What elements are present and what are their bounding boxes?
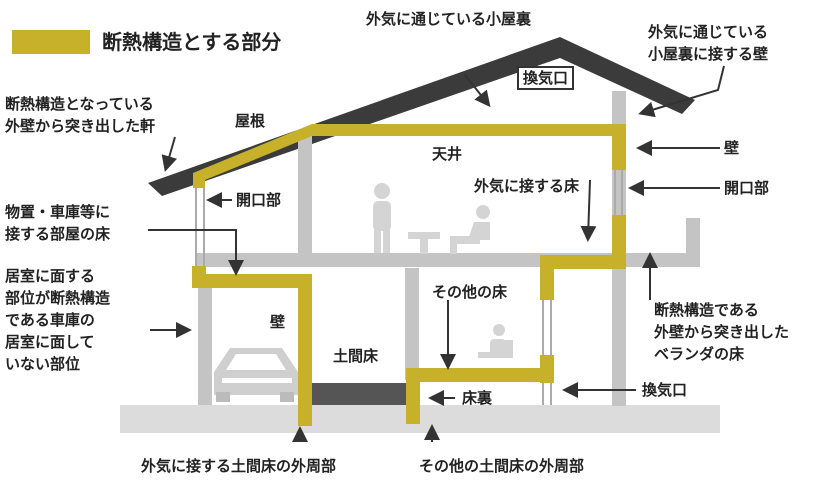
label-veranda-3: ベランダの床 (654, 345, 745, 363)
label-vent-bottom: 換気口 (642, 381, 688, 399)
person-sitting-icon (408, 205, 490, 254)
label-vent-top: 換気口 (517, 66, 575, 90)
label-veranda-1: 断熱構造である (654, 301, 759, 319)
label-garage-wall-1: 居室に面する (5, 267, 96, 285)
label-wall-garage: 壁 (270, 313, 286, 331)
insulation-parts (192, 124, 626, 426)
label-storage-floor-1: 物置・車庫等に (5, 203, 111, 221)
windows (195, 170, 623, 405)
leader-arrows (148, 65, 725, 442)
label-attic-wall-2: 小屋裏に接する壁 (648, 45, 769, 63)
label-earth-perimeter-exterior: 外気に接する土間床の外周部 (141, 457, 337, 475)
label-attic-wall-1: 外気に通じている (648, 23, 769, 41)
label-attic-ventilated: 外気に通じている小屋裏 (366, 10, 532, 28)
label-earth-floor: 土間床 (333, 347, 379, 365)
label-roof: 屋根 (235, 112, 266, 130)
label-opening-right: 開口部 (724, 179, 770, 197)
label-eave-2: 外壁から突き出した軒 (5, 117, 156, 135)
legend-label: 断熱構造とする部分 (102, 30, 282, 54)
person-standing-icon (373, 183, 391, 253)
label-garage-wall-3: である車庫の (5, 311, 95, 329)
label-veranda-2: 外壁から突き出した (654, 323, 790, 341)
child-icon (478, 324, 513, 358)
label-floor-exposed: 外気に接する床 (474, 177, 580, 195)
label-storage-floor-2: 接する部屋の床 (5, 225, 111, 243)
label-ceiling: 天井 (432, 145, 463, 163)
label-garage-wall-4: 居室に面して (5, 333, 95, 351)
label-garage-wall-5: いない部位 (5, 355, 81, 373)
label-other-floor: その他の床 (432, 283, 508, 301)
label-wall-right: 壁 (724, 139, 740, 157)
label-eave-1: 断熱構造となっている (5, 95, 154, 113)
label-earth-perimeter-other: その他の土間床の外周部 (419, 457, 585, 475)
car-icon (214, 348, 298, 402)
label-opening-left: 開口部 (236, 191, 282, 209)
label-garage-wall-2: 部位が断熱構造 (5, 289, 111, 307)
label-underfloor: 床裏 (462, 389, 493, 407)
legend-swatch (12, 30, 90, 54)
